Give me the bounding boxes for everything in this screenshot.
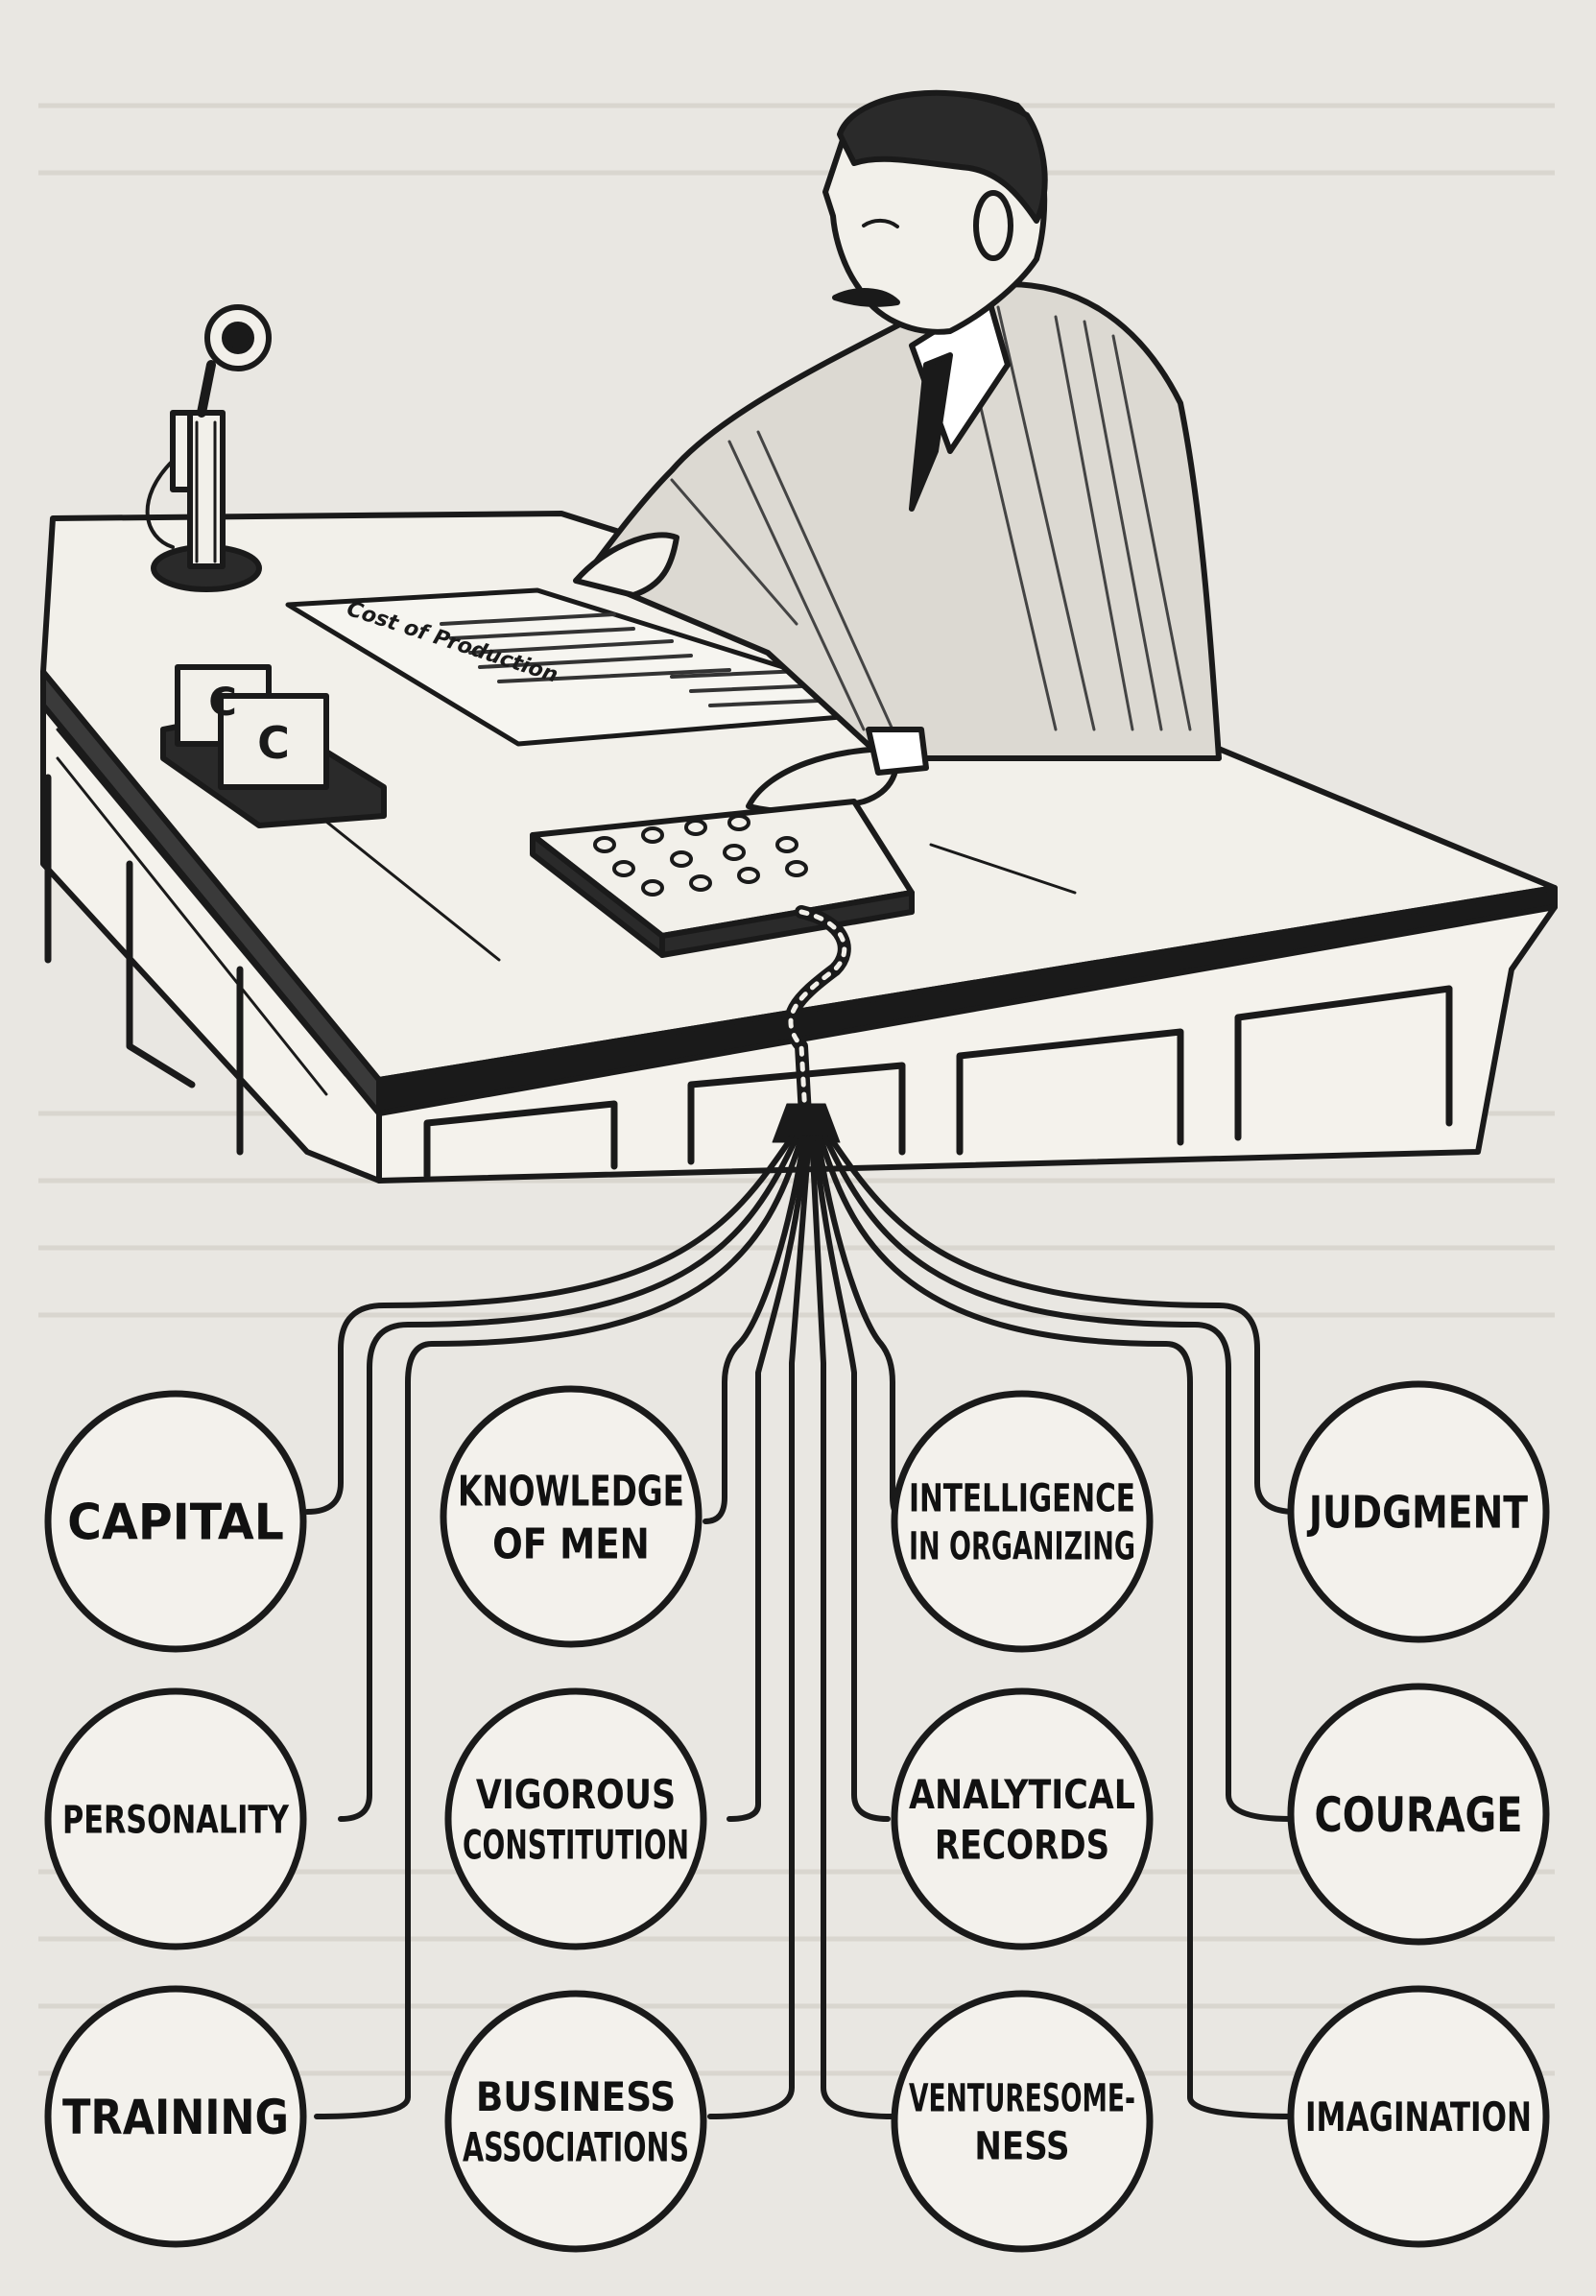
desk-blocks: C C <box>160 664 387 828</box>
quality-label: OF MEN <box>492 1519 650 1568</box>
quality-label: IMAGINATION <box>1305 2093 1532 2141</box>
quality-personality: PERSONALITY <box>44 1687 307 1950</box>
quality-label: KNOWLEDGE <box>458 1467 684 1516</box>
quality-label: IN ORGANIZING <box>909 1524 1135 1568</box>
quality-label: COURAGE <box>1315 1787 1523 1843</box>
quality-label: CONSTITUTION <box>463 1821 689 1868</box>
quality-circle <box>444 1990 707 2253</box>
quality-label: ASSOCIATIONS <box>463 2123 689 2170</box>
quality-label: NESS <box>974 2124 1069 2168</box>
quality-label: JUDGMENT <box>1306 1487 1529 1539</box>
quality-capital: CAPITAL <box>44 1390 307 1653</box>
quality-label: PERSONALITY <box>62 1798 290 1842</box>
cost-sheet: Cost of Production <box>285 587 924 747</box>
quality-training: TRAINING <box>44 1985 307 2248</box>
button-board <box>530 799 915 958</box>
quality-circle <box>44 1390 307 1653</box>
quality-label: TRAINING <box>62 2090 289 2145</box>
quality-judgment: JUDGMENT <box>1287 1380 1550 1643</box>
cable <box>772 905 851 1143</box>
wires <box>304 1135 1298 2119</box>
quality-label: CAPITAL <box>67 1495 284 1552</box>
quality-label: INTELLIGENCE <box>909 1476 1135 1520</box>
quality-circle <box>891 1687 1154 1950</box>
quality-circle <box>891 1990 1154 2253</box>
quality-circle <box>444 1687 707 1950</box>
telephone <box>145 304 272 592</box>
quality-circle <box>44 1687 307 1950</box>
businessman <box>573 89 1222 815</box>
quality-circle <box>891 1390 1154 1653</box>
quality-label: VENTURESOME- <box>909 2076 1135 2120</box>
svg-text:C: C <box>257 717 290 769</box>
quality-circle <box>1287 1683 1550 1946</box>
quality-circle <box>1287 1985 1550 2248</box>
quality-label: VIGOROUS <box>476 1771 676 1818</box>
svg-text:C: C <box>208 681 236 725</box>
quality-circle <box>440 1385 703 1648</box>
quality-label: BUSINESS <box>476 2073 676 2120</box>
quality-circle <box>44 1985 307 2248</box>
quality-imagination: IMAGINATION <box>1287 1985 1550 2248</box>
quality-venturesomeness: VENTURESOME-NESS <box>891 1990 1154 2253</box>
quality-label: RECORDS <box>935 1821 1109 1868</box>
quality-courage: COURAGE <box>1287 1683 1550 1946</box>
quality-circle <box>1287 1380 1550 1643</box>
quality-label: ANALYTICAL <box>909 1771 1135 1818</box>
